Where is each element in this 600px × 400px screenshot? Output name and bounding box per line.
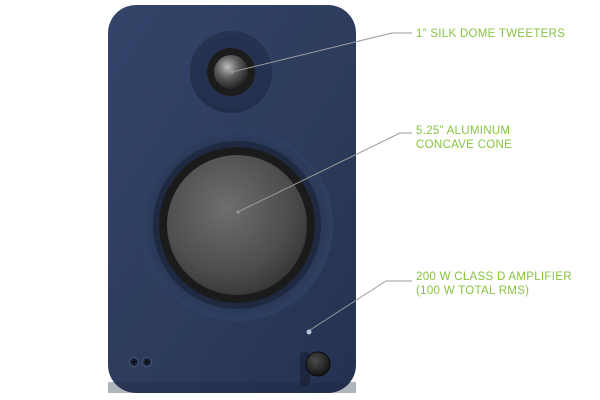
tweeter-leader-line (231, 32, 412, 73)
amplifier-callout-line-1: 200 W CLASS D AMPLIFIER (416, 271, 572, 283)
leader-lines (231, 32, 412, 331)
woofer (141, 129, 333, 321)
amplifier-leader-line (309, 280, 412, 331)
tweeter-callout-line-1: 1” SILK DOME TWEETERS (416, 28, 566, 40)
tweeter-callout: 1” SILK DOME TWEETERS (416, 27, 565, 41)
woofer-callout-line-1: 5.25” ALUMINUM (416, 125, 511, 137)
woofer-cone (167, 155, 307, 295)
audio-jack-icon (129, 357, 152, 367)
amplifier-callout-line-2: (100 W TOTAL RMS) (416, 285, 530, 297)
amplifier-callout: 200 W CLASS D AMPLIFIER (100 W TOTAL RMS… (416, 270, 572, 298)
woofer-callout-line-2: CONCAVE CONE (416, 139, 513, 151)
woofer-callout: 5.25” ALUMINUM CONCAVE CONE (416, 124, 512, 152)
led-indicator-icon (306, 329, 312, 335)
volume-knob-icon[interactable] (300, 351, 331, 386)
woofer-leader-line (237, 132, 412, 213)
